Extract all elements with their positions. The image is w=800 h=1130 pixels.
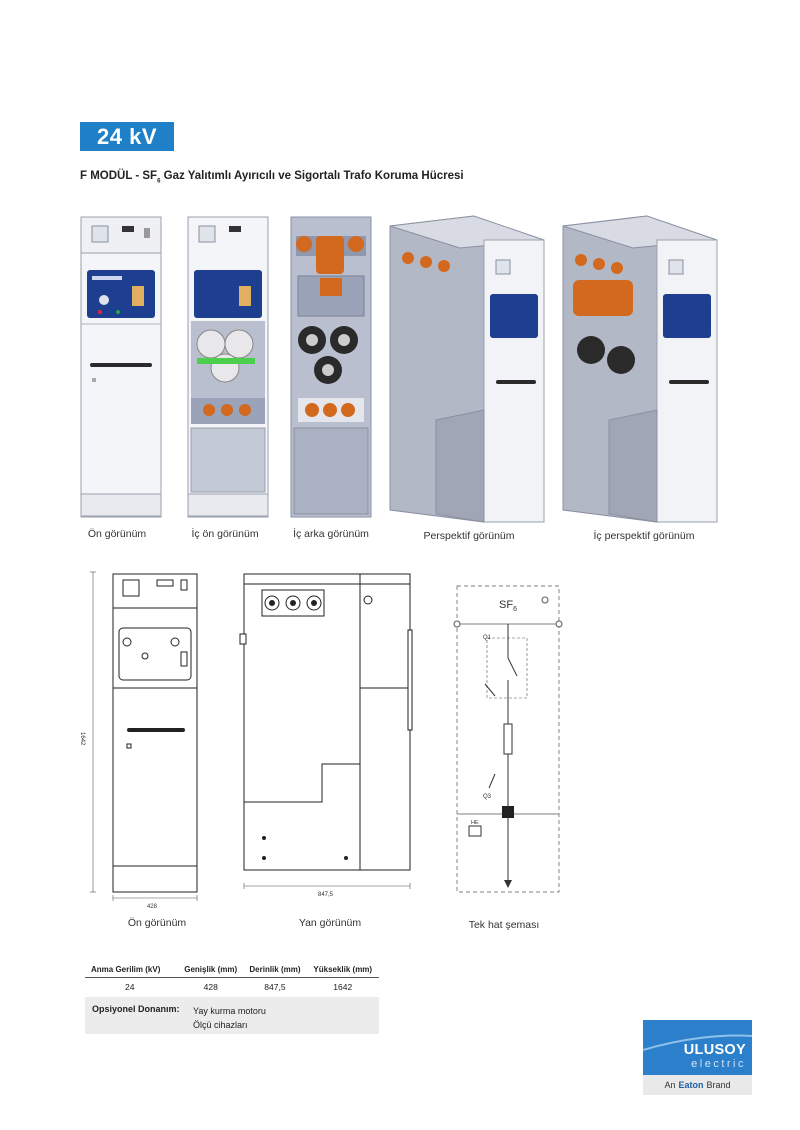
specs-header-row: Anma Gerilim (kV) Genişlik (mm) Derinlik… (85, 962, 379, 978)
svg-text:SF6: SF6 (499, 599, 517, 613)
spec-value: 24 (125, 982, 135, 992)
sf6-subscript: 6 (513, 606, 517, 613)
page-title: F MODÜL - SF6 Gaz Yalıtımlı Ayırıcılı ve… (80, 170, 464, 184)
earth-switch-label: Q3 (483, 794, 492, 800)
tagline-post: Brand (706, 1080, 731, 1090)
optional-equipment-label: Opsiyonel Donanım: (92, 1004, 180, 1014)
sf6-label: SF (499, 599, 513, 611)
title-part2: Gaz Yalıtımlı Ayırıcılı ve Sigortalı Tra… (160, 170, 464, 182)
logo-block: ULUSOY electric (643, 1020, 752, 1075)
spec-value: 1642 (333, 982, 353, 992)
front-technical-drawing: 1642 428 (79, 571, 198, 910)
logo-tagline: An Eaton Brand (643, 1075, 752, 1095)
caption-internal-perspective-view: İç perspektif görünüm (593, 530, 695, 542)
spec-value: 428 (203, 982, 218, 992)
caption-front-drawing: Ön görünüm (127, 917, 187, 929)
perspective-view-illustration (389, 215, 545, 523)
height-dimension-label: 1642 (79, 732, 85, 746)
caption-internal-rear-view: İç arka görünüm (293, 528, 369, 540)
spec-header: Anma Gerilim (kV) (85, 962, 179, 978)
caption-perspective-view: Perspektif görünüm (423, 530, 515, 542)
switch-label: Q1 (483, 635, 492, 641)
tagline-pre: An (664, 1080, 676, 1090)
optional-equipment: Opsiyonel Donanım: Yay kurma motoru Ölçü… (85, 997, 379, 1034)
internal-perspective-view-illustration (562, 215, 718, 523)
title-part1: F MODÜL - SF (80, 170, 158, 182)
side-technical-drawing: 847,5 (239, 573, 413, 898)
caption-single-line-diagram: Tek hat şeması (468, 919, 540, 931)
internal-front-view-illustration (187, 216, 269, 518)
ulusoy-logo: ULUSOY electric An Eaton Brand (643, 1020, 752, 1095)
depth-dimension-label: 847,5 (318, 892, 334, 898)
specifications-table: Anma Gerilim (kV) Genişlik (mm) Derinlik… (85, 962, 379, 996)
optional-item: Yay kurma motoru (193, 1006, 266, 1016)
logo-sub: electric (691, 1058, 746, 1070)
optional-equipment-list: Yay kurma motoru Ölçü cihazları (193, 1004, 266, 1032)
internal-rear-view-illustration (290, 216, 372, 518)
caption-front-view: Ön görünüm (87, 528, 147, 540)
logo-swoosh-icon (643, 1034, 752, 1051)
caption-side-drawing: Yan görünüm (298, 917, 362, 929)
logo-brand: ULUSOY (683, 1042, 746, 1058)
optional-item: Ölçü cihazları (193, 1020, 248, 1030)
tagline-brand: Eaton (678, 1080, 704, 1090)
spec-header: Derinlik (mm) (243, 962, 307, 978)
specs-value-row: 24 428 847,5 1642 (85, 978, 379, 997)
indicator-label: HE (471, 820, 479, 826)
title-subscript: 6 (157, 178, 161, 185)
voltage-badge: 24 kV (80, 122, 174, 151)
caption-internal-front-view: İç ön görünüm (191, 528, 259, 540)
spec-value: 847,5 (264, 982, 286, 992)
single-line-diagram: SF6 Q1 Q3 HE (453, 585, 563, 893)
spec-header: Genişlik (mm) (178, 962, 244, 978)
width-dimension-label: 428 (147, 904, 158, 910)
front-view-illustration (80, 216, 162, 518)
spec-header: Yükseklik (mm) (306, 962, 379, 978)
